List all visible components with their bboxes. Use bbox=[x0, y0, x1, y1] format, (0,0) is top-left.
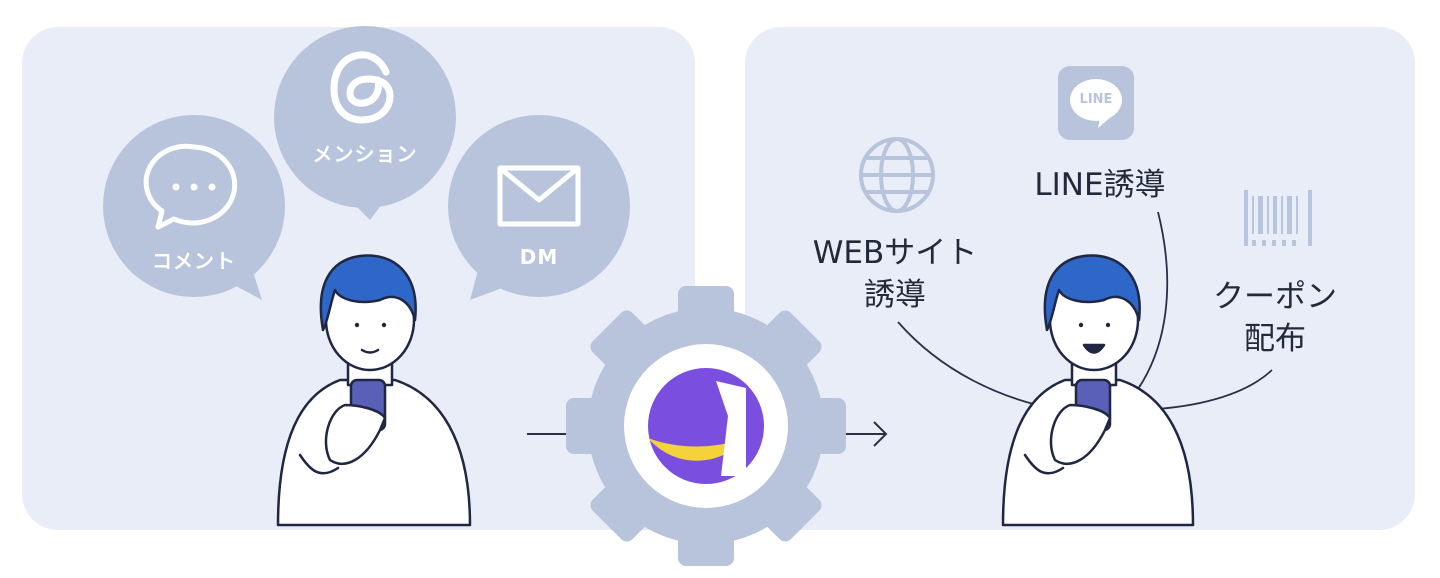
web-label-line1: WEBサイト bbox=[812, 235, 978, 271]
left-person bbox=[276, 254, 472, 527]
bubble-dm bbox=[448, 115, 630, 300]
web-label-line2: 誘導 bbox=[864, 277, 926, 313]
globe-icon bbox=[859, 137, 935, 213]
threads-icon bbox=[330, 51, 394, 124]
coupon-label-line1: クーポン bbox=[1213, 279, 1337, 315]
app-logo bbox=[648, 368, 764, 484]
bubble-comment bbox=[103, 115, 285, 300]
chat-ellipsis-icon bbox=[143, 143, 238, 230]
right-person bbox=[1001, 254, 1195, 527]
bubble-mention-label: メンション bbox=[312, 142, 418, 166]
coupon-label-line2: 配布 bbox=[1244, 321, 1306, 357]
line-badge-text: LINE bbox=[1079, 92, 1113, 107]
line-app-icon bbox=[1058, 66, 1134, 140]
bubble-comment-label: コメント bbox=[152, 249, 236, 273]
bubble-dm-label: DM bbox=[519, 245, 559, 269]
barcode-icon bbox=[1244, 190, 1312, 246]
envelope-icon bbox=[497, 165, 581, 227]
gear-icon bbox=[566, 286, 846, 566]
bubble-mention bbox=[274, 26, 456, 220]
line-label: LINE誘導 bbox=[1034, 167, 1166, 203]
